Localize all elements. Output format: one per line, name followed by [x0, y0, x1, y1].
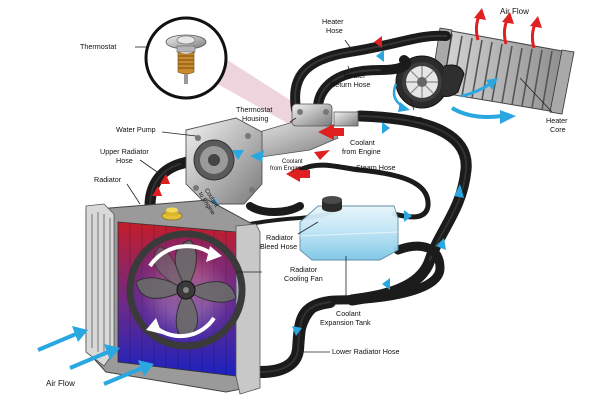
heater-fan: [395, 55, 465, 109]
label-coolant-expansion-tank: Coolant Expansion Tank: [320, 309, 371, 327]
lower-radiator-hose: [254, 296, 336, 378]
label-thermostat: Thermostat: [80, 42, 116, 51]
label-air-flow-top: Air Flow: [500, 7, 529, 16]
label-heater-core: Heater Core: [546, 116, 570, 134]
label-steam-hose: Steam Hose: [356, 163, 396, 172]
air-flow-arrows-bottom: [37, 326, 154, 386]
leader-lines: [126, 39, 553, 353]
label-radiator-cooling-fan: Radiator Cooling Fan: [284, 265, 323, 283]
steam-hose: [297, 162, 431, 220]
thermostat-magnifier: [144, 16, 318, 128]
label-radiator: Radiator: [94, 175, 122, 184]
label-coolant-from-engine: Coolant from Engine: [342, 138, 381, 156]
label-radiator-bleed-hose: Radiator Bleed Hose: [260, 233, 297, 251]
radiator-cooling-fan: [126, 230, 246, 350]
water-pump: [185, 117, 263, 205]
label-heater-return-hose: Heater Return Hose: [330, 71, 370, 89]
label-lower-radiator-hose: Lower Radiator Hose: [332, 347, 400, 356]
label-upper-radiator-hose: Upper Radiator Hose: [100, 147, 151, 165]
labels: Thermostat Heater Hose Air Flow Heater R…: [46, 7, 570, 388]
radiator-cap: [161, 207, 183, 221]
label-coolant-from-engine-small: Coolant from Engine: [270, 159, 304, 172]
air-flow-arrows-heater: [474, 8, 542, 49]
label-air-flow-bottom: Air Flow: [46, 379, 75, 388]
coolant-expansion-tank: [299, 196, 399, 261]
thermostat-icon: [165, 34, 207, 84]
air-flow-arrows-fan: [392, 78, 516, 124]
tank-cap: [322, 196, 342, 212]
label-fan: Fan: [410, 114, 422, 123]
label-heater-hose: Heater Hose: [322, 17, 346, 35]
label-water-pump: Water Pump: [116, 125, 156, 134]
label-thermostat-housing: Thermostat Housing: [236, 105, 274, 123]
